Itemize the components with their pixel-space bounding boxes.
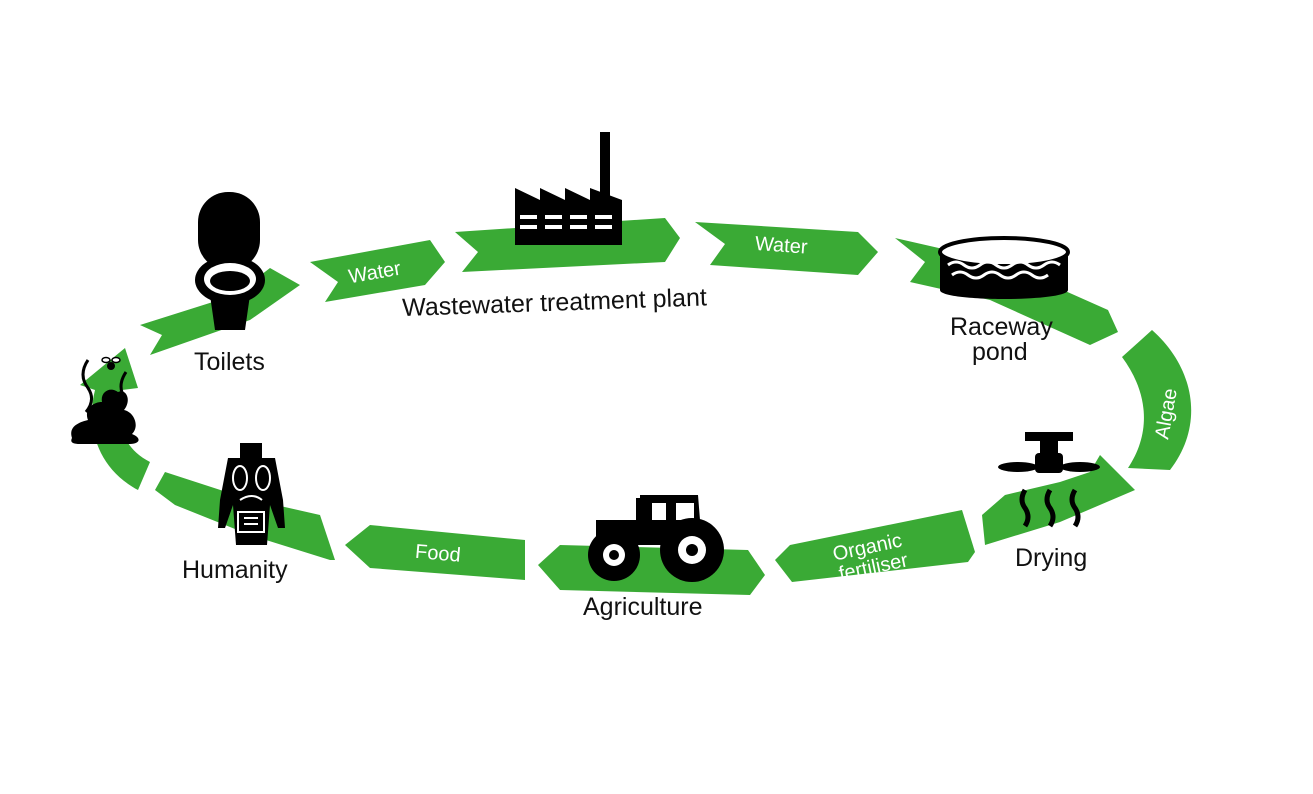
cycle-arrow-organic-fertiliser <box>775 510 975 582</box>
cycle-arrow-food <box>345 525 525 580</box>
cycle-arrow-drying <box>982 455 1135 545</box>
arrow-label-water-2: Water <box>754 233 808 259</box>
node-label-agriculture: Agriculture <box>583 593 703 621</box>
node-label-toilets: Toilets <box>194 348 265 376</box>
cycle-arrow-water-1 <box>310 240 445 302</box>
node-label-raceway-line2: pond <box>972 338 1028 366</box>
cycle-arrow-water-2 <box>695 222 878 275</box>
arrow-label-food: Food <box>414 541 461 567</box>
drying-fan-icon <box>998 432 1100 528</box>
raceway-pond-icon <box>938 236 1070 299</box>
poop-with-fly-icon <box>71 356 139 444</box>
node-label-raceway-line1: Raceway <box>950 313 1053 341</box>
factory-icon <box>515 132 622 245</box>
node-label-drying: Drying <box>1015 544 1087 572</box>
node-label-wastewater: Wastewater treatment plant <box>402 283 708 322</box>
toilet-icon <box>195 192 265 330</box>
human-body-icon <box>218 443 285 545</box>
cycle-arrow-algae <box>1122 330 1192 470</box>
cycle-arrow-agriculture <box>538 545 765 595</box>
tractor-icon <box>588 495 724 582</box>
node-label-humanity: Humanity <box>182 556 288 584</box>
